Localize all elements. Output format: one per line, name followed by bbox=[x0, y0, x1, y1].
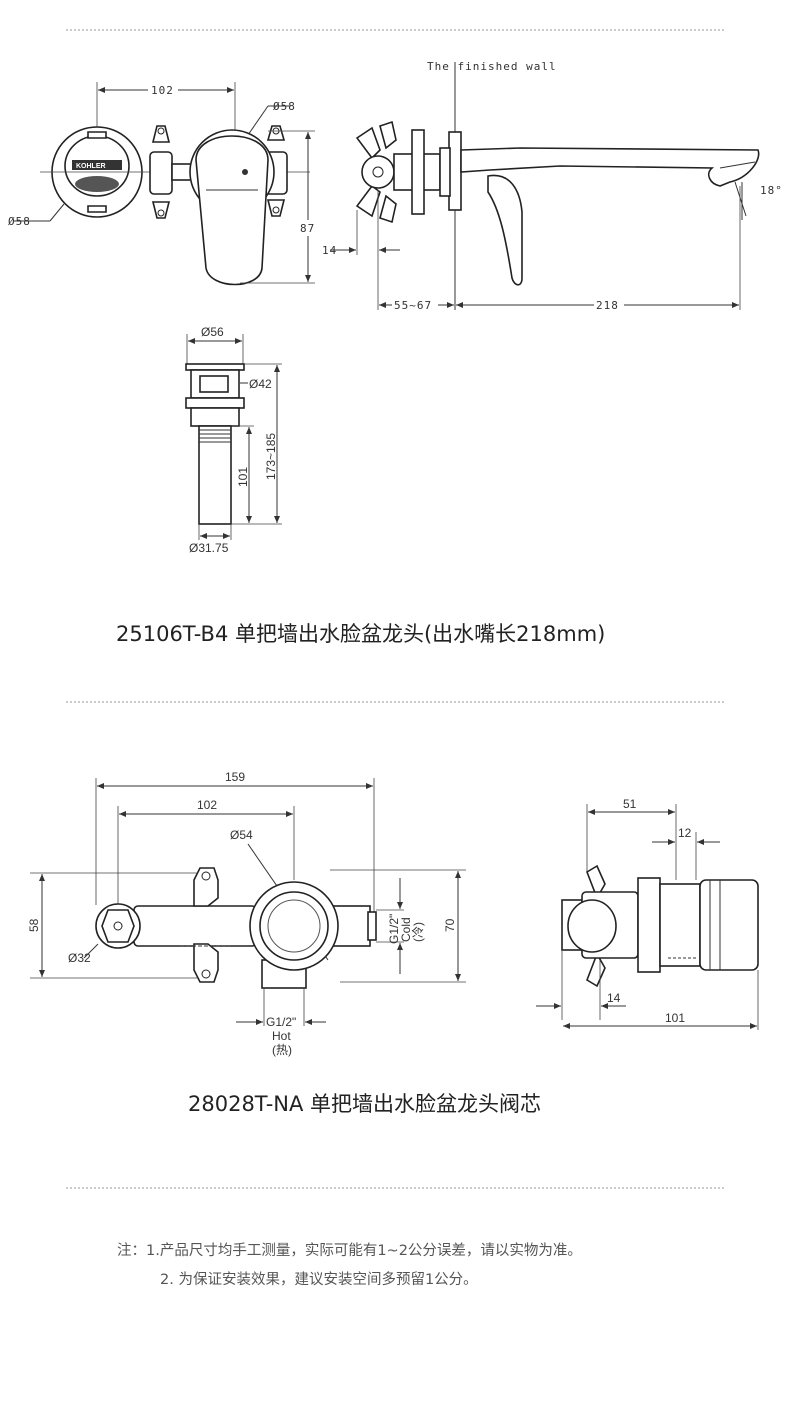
dim-14-valve: 14 bbox=[607, 991, 621, 1005]
cold-label: Cold bbox=[399, 917, 413, 942]
dim-58-valve: 58 bbox=[27, 918, 41, 932]
valve-front-view: 159 102 Ø54 58 Ø32 bbox=[27, 770, 466, 1057]
dim-12: 12 bbox=[678, 826, 692, 840]
dim-dia58-left: Ø58 bbox=[8, 215, 31, 228]
kohler-logo: KOHLER bbox=[76, 163, 106, 170]
dim-dia3175: Ø31.75 bbox=[189, 541, 229, 555]
dim-102-valve: 102 bbox=[197, 798, 217, 812]
dim-dia32: Ø32 bbox=[68, 951, 91, 965]
dim-angle-18: 18° bbox=[760, 184, 783, 197]
dim-70: 70 bbox=[443, 918, 457, 932]
valve-side-view: 51 12 14 101 bbox=[536, 797, 759, 1030]
note-1: 注：1.产品尺寸均手工测量，实际可能有1~2公分误差，请以实物为准。 bbox=[117, 1242, 582, 1259]
dim-173-185: 173~185 bbox=[264, 433, 278, 480]
dim-159: 159 bbox=[225, 770, 245, 784]
dim-218: 218 bbox=[596, 299, 619, 312]
title-25106t: 25106T-B4 单把墙出水脸盆龙头(出水嘴长218mm) bbox=[116, 622, 605, 646]
dim-101-drain: 101 bbox=[236, 467, 250, 487]
dim-dia56: Ø56 bbox=[201, 325, 224, 339]
dim-dia42: Ø42 bbox=[249, 377, 272, 391]
dim-102-top: 102 bbox=[151, 84, 174, 97]
cold-thread-label: G1/2" bbox=[387, 914, 401, 944]
note-2: 2. 为保证安装效果，建议安装空间多预留1公分。 bbox=[160, 1271, 478, 1288]
dim-14-side: 14 bbox=[322, 244, 337, 257]
hot-thread-label: G1/2" bbox=[266, 1015, 296, 1029]
title-28028t: 28028T-NA 单把墙出水脸盆龙头阀芯 bbox=[188, 1092, 541, 1116]
dim-dia58-top: Ø58 bbox=[273, 100, 296, 113]
dim-51: 51 bbox=[623, 797, 637, 811]
faucet-front-view: 102 Ø58 KOHLER Ø58 bbox=[8, 82, 318, 286]
finished-wall-label: The finished wall bbox=[427, 60, 557, 73]
cold-label-cn: (冷) bbox=[411, 922, 425, 942]
dim-87: 87 bbox=[300, 222, 315, 235]
hot-label-cn: (热) bbox=[272, 1043, 292, 1057]
dim-55-67: 55~67 bbox=[394, 299, 432, 312]
dim-dia54: Ø54 bbox=[230, 828, 253, 842]
dim-101-valve: 101 bbox=[665, 1011, 685, 1025]
faucet-side-view: The finished wall 18° 14 55~67 bbox=[322, 60, 783, 312]
hot-label: Hot bbox=[272, 1029, 291, 1043]
drain-view: Ø56 Ø42 173~185 101 Ø31.75 bbox=[185, 325, 282, 555]
